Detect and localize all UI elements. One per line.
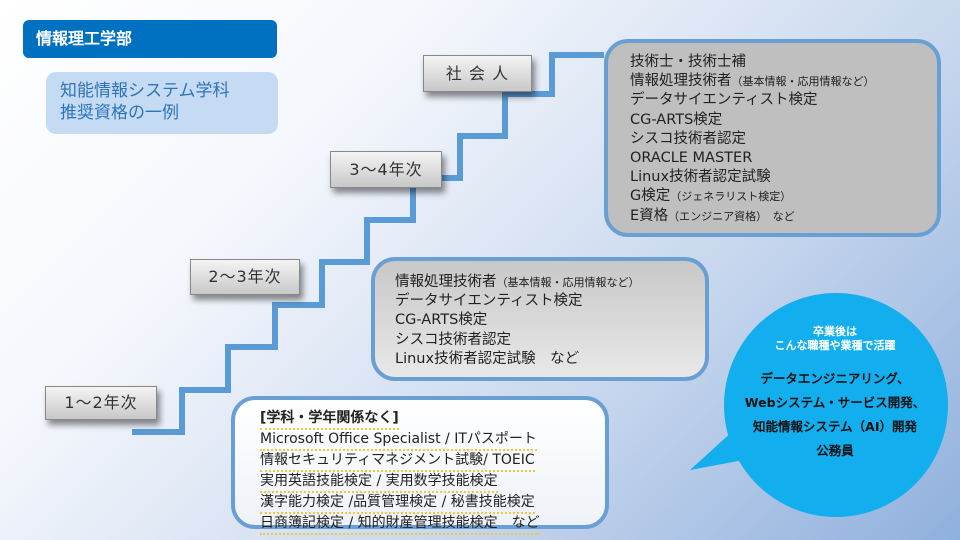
- step-year-1-2: 1～2年次: [45, 386, 157, 420]
- qualification: Linux技術者認定試験 など: [395, 350, 580, 367]
- qualification: 技術士・技術士補: [630, 54, 746, 70]
- any-year-qualifications-box: [学科・学年関係なく] Microsoft Office Specialist …: [231, 396, 609, 535]
- step-year-3-4: 3～4年次: [330, 151, 442, 188]
- qualification: E資格（エンジニア資格） など: [630, 207, 795, 224]
- qualification: 日商簿記検定 / 知的財産管理技能検定 など: [260, 514, 540, 535]
- qualification: ORACLE MASTER: [630, 150, 753, 167]
- box-heading: [学科・学年関係なく]: [260, 409, 399, 430]
- career-item: Webシステム・サービス開発、: [744, 395, 926, 410]
- page-subtitle: 知能情報システム学科 推奨資格の一例: [46, 72, 278, 134]
- year23-qualifications-box: 情報処理技術者（基本情報・応用情報など） データサイエンティスト検定 CG-AR…: [371, 257, 709, 381]
- qualification: 情報処理技術者（基本情報・応用情報など）: [395, 274, 640, 290]
- qualification: 情報処理技術者（基本情報・応用情報など）: [630, 73, 875, 90]
- career-item: 知能情報システム（AI）開発: [753, 419, 917, 434]
- bubble-heading: こんな職種や業種で活躍: [774, 339, 896, 352]
- qualification: CG-ARTS検定: [395, 312, 488, 329]
- subtitle-line: 知能情報システム学科: [60, 81, 230, 101]
- society-qualifications-box: 技術士・技術士補 情報処理技術者（基本情報・応用情報など） データサイエンティス…: [604, 39, 941, 237]
- qualification: データサイエンティスト検定: [630, 92, 818, 109]
- career-bubble: 卒業後は こんな職種や業種で活躍 データエンジニアリング、 Webシステム・サー…: [720, 325, 950, 463]
- stair-line: [132, 52, 604, 435]
- qualification: シスコ技術者認定: [630, 130, 746, 147]
- qualification: 実用英語技能検定 / 実用数学技能検定: [260, 472, 498, 493]
- qualification: データサイエンティスト検定: [395, 293, 583, 310]
- step-society: 社 会 人: [423, 55, 532, 92]
- career-item: データエンジニアリング、: [760, 371, 910, 386]
- department-title: 情報理工学部: [23, 20, 277, 58]
- bubble-circle: [724, 293, 948, 517]
- qualification: Linux技術者認定試験: [630, 169, 771, 186]
- qualification: Microsoft Office Specialist / ITパスポート: [260, 430, 537, 451]
- step-year-2-3: 2～3年次: [190, 259, 300, 295]
- qualification: 情報セキュリティマネジメント試験/ TOEIC: [260, 451, 535, 472]
- career-item: 公務員: [816, 443, 854, 458]
- subtitle-line: 推奨資格の一例: [60, 103, 179, 123]
- qualification: シスコ技術者認定: [395, 331, 511, 348]
- qualification: 漢字能力検定 /品質管理検定 / 秘書技能検定: [260, 493, 535, 514]
- qualification: G検定（ジェネラリスト検定）: [630, 188, 792, 205]
- qualification: CG-ARTS検定: [630, 111, 723, 128]
- bubble-heading: 卒業後は: [813, 325, 857, 338]
